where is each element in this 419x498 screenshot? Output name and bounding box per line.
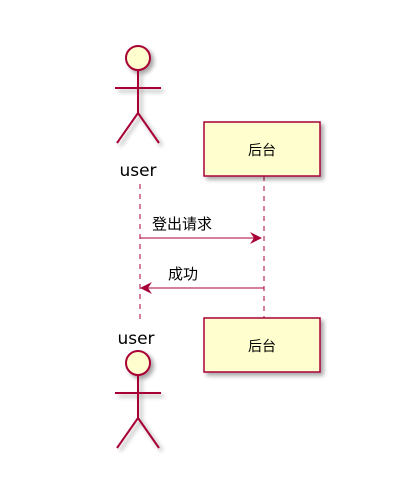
message-label-2: 成功: [168, 265, 198, 283]
participant-label-backend-top: 后台: [248, 143, 276, 159]
actor-user-bottom: [115, 350, 161, 449]
arrow-left-icon: [140, 282, 152, 294]
actor-head-icon: [125, 350, 151, 376]
message-logout-request: 登出请求: [140, 215, 262, 244]
message-label-1: 登出请求: [152, 215, 212, 233]
actor-head-icon: [125, 45, 151, 71]
actor-label-user-bottom: user: [117, 329, 154, 349]
actor-user-top: [115, 45, 161, 144]
actor-label-user-top: user: [119, 161, 156, 181]
participant-backend-bottom: 后台: [203, 317, 321, 373]
message-success: 成功: [140, 265, 264, 294]
participant-backend-top: 后台: [203, 121, 321, 177]
participant-label-backend-bottom: 后台: [248, 339, 276, 355]
arrow-right-icon: [250, 232, 262, 244]
